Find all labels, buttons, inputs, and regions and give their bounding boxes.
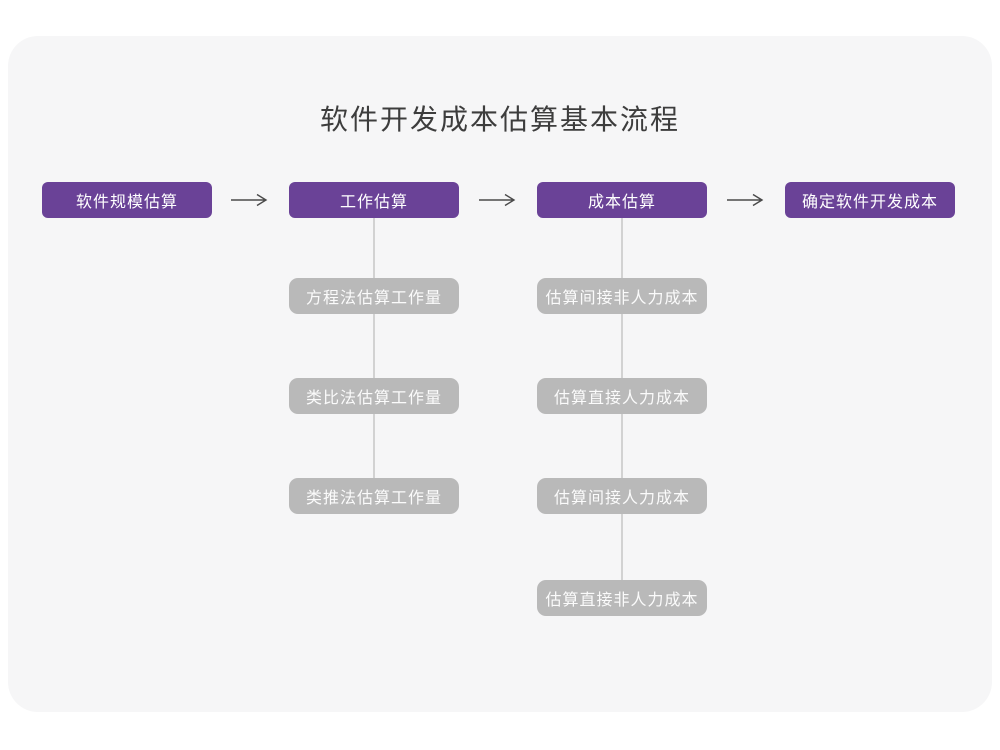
diagram-title: 软件开发成本估算基本流程	[319, 104, 680, 135]
step-cost-estimation: 成本估算	[537, 182, 707, 218]
step-work-estimation: 工作估算	[289, 182, 459, 218]
arrow-right-icon	[479, 193, 516, 207]
flowchart-card	[8, 36, 992, 712]
substep-indirect-labor-cost: 估算间接人力成本	[537, 478, 707, 514]
substep-direct-labor-cost: 估算直接人力成本	[537, 378, 707, 414]
arrow-right-icon	[231, 193, 268, 207]
substep-equation-method: 方程法估算工作量	[289, 278, 459, 314]
step-software-scale-estimation: 软件规模估算	[42, 182, 212, 218]
connector-line-work	[373, 218, 375, 478]
substep-indirect-non-labor-cost: 估算间接非人力成本	[537, 278, 707, 314]
substep-analogy-method: 类比法估算工作量	[289, 378, 459, 414]
substep-direct-non-labor-cost: 估算直接非人力成本	[537, 580, 707, 616]
step-determine-dev-cost: 确定软件开发成本	[785, 182, 955, 218]
arrow-right-icon	[727, 193, 764, 207]
substep-extrapolation-method: 类推法估算工作量	[289, 478, 459, 514]
